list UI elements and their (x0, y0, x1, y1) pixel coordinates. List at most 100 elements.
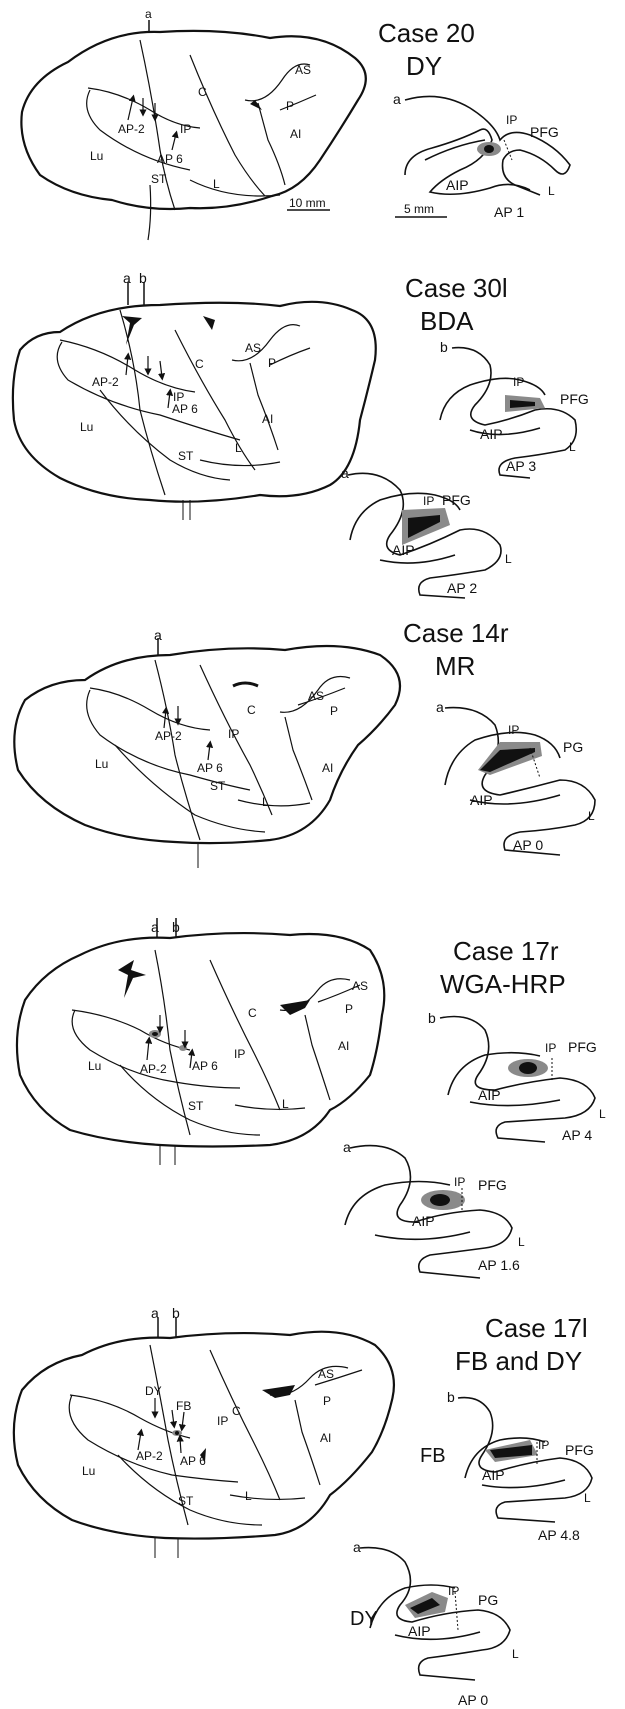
coronal-section-ap4 (440, 1017, 595, 1143)
label-ap6: AP 6 (157, 152, 183, 166)
label-ap6: AP 6 (180, 1454, 206, 1468)
label-l: L (262, 795, 269, 809)
section-area: PG (563, 739, 583, 755)
label-lu: Lu (82, 1464, 95, 1478)
label-c: C (232, 1404, 241, 1418)
panel-case-17r: a b AS P AI C IP L Lu ST AP-2 AP 6 Case … (17, 918, 606, 1278)
label-lu: Lu (90, 149, 103, 163)
level-marker-a: a (123, 270, 131, 286)
section-ap: AP 0 (513, 837, 543, 853)
section-ap-a: AP 0 (458, 1692, 488, 1708)
tracer-name: BDA (420, 306, 474, 336)
label-p: P (330, 704, 338, 718)
label-ap-minus2: AP-2 (136, 1449, 163, 1463)
section-aip-a: AIP (392, 542, 415, 558)
label-st: ST (188, 1099, 204, 1113)
panel-case-30l: a b AS P AI C IP L Lu ST AP-2 AP 6 Case … (13, 270, 589, 598)
label-p: P (268, 356, 276, 370)
level-marker-a: a (154, 627, 162, 643)
tracer-name: FB and DY (455, 1346, 582, 1376)
tracer-name: WGA-HRP (440, 969, 566, 999)
label-p: P (323, 1394, 331, 1408)
label-st: ST (178, 1494, 194, 1508)
label-c: C (195, 357, 204, 371)
label-ap6: AP 6 (172, 402, 198, 416)
section-l-a: L (505, 552, 512, 566)
section-l-b: L (584, 1491, 591, 1505)
label-c: C (248, 1006, 257, 1020)
section-aip: AIP (470, 792, 493, 808)
section-aip-a: AIP (408, 1623, 431, 1639)
section-area-b: PFG (568, 1039, 597, 1055)
label-lu: Lu (95, 757, 108, 771)
section-ap-b: AP 4.8 (538, 1527, 580, 1543)
section-tracer-dy: DY (350, 1608, 378, 1630)
case-title: Case 20 (378, 18, 475, 48)
injection-label-dy: DY (145, 1384, 162, 1398)
brain-lateral-view (17, 918, 384, 1165)
label-st: ST (151, 172, 167, 186)
label-c: C (198, 85, 207, 99)
section-l-b: L (569, 440, 576, 454)
label-as: AS (295, 63, 311, 77)
section-marker-b: b (440, 339, 448, 355)
label-ap-minus2: AP-2 (92, 375, 119, 389)
section-ip-a: IP (423, 494, 434, 508)
section-aip-b: AIP (478, 1087, 501, 1103)
section-marker-b: b (428, 1010, 436, 1026)
label-st: ST (178, 449, 194, 463)
label-ap6: AP 6 (192, 1059, 218, 1073)
section-l: L (548, 184, 555, 198)
section-marker-a: a (436, 699, 444, 715)
section-ip: IP (508, 723, 519, 737)
panel-case-20: a AS P AI C IP L Lu ST AP-2 AP 6 10 mm C… (21, 7, 570, 240)
label-ip: IP (180, 122, 191, 136)
label-l: L (282, 1097, 289, 1111)
brain-lateral-view (13, 282, 376, 520)
label-ap-minus2: AP-2 (155, 729, 182, 743)
case-title: Case 30l (405, 273, 508, 303)
section-area-a: PFG (442, 492, 471, 508)
section-aip-b: AIP (480, 426, 503, 442)
label-ip: IP (217, 1414, 228, 1428)
section-ip-b: IP (513, 375, 524, 389)
label-lu: Lu (88, 1059, 101, 1073)
case-title: Case 14r (403, 618, 509, 648)
section-ap-a: AP 1.6 (478, 1257, 520, 1273)
label-as: AS (245, 341, 261, 355)
scale-bar-label: 10 mm (289, 196, 326, 210)
label-p: P (286, 99, 294, 113)
level-marker-b: b (139, 270, 147, 286)
label-c: C (247, 703, 256, 717)
section-l: L (588, 809, 595, 823)
section-tracer-fb: FB (420, 1445, 446, 1467)
label-as: AS (352, 979, 368, 993)
label-ai: AI (338, 1039, 349, 1053)
case-title: Case 17r (453, 936, 559, 966)
label-ap-minus2: AP-2 (140, 1062, 167, 1076)
label-ai: AI (320, 1431, 331, 1445)
section-marker-a: a (393, 91, 401, 107)
section-area-b: PFG (560, 391, 589, 407)
label-lu: Lu (80, 420, 93, 434)
case-title: Case 17l (485, 1313, 588, 1343)
section-ip-a: IP (454, 1175, 465, 1189)
tracer-name: DY (406, 51, 442, 81)
label-ap6: AP 6 (197, 761, 223, 775)
label-ip: IP (234, 1047, 245, 1061)
section-l-a: L (518, 1235, 525, 1249)
label-as: AS (308, 689, 324, 703)
level-marker-a: a (151, 919, 159, 935)
section-ip-a: IP (448, 1584, 459, 1598)
injection-core (484, 145, 494, 153)
section-marker-a: a (353, 1539, 361, 1555)
coronal-section-ap0 (445, 708, 595, 855)
section-scale-label: 5 mm (404, 202, 434, 216)
label-l: L (235, 441, 242, 455)
tracer-name: MR (435, 651, 475, 681)
section-marker-a: a (341, 465, 349, 481)
section-ip: IP (506, 113, 517, 127)
label-as: AS (318, 1367, 334, 1381)
panel-case-17l: a b DY FB AS P AI C IP L Lu ST AP-2 AP 6… (14, 1305, 594, 1708)
